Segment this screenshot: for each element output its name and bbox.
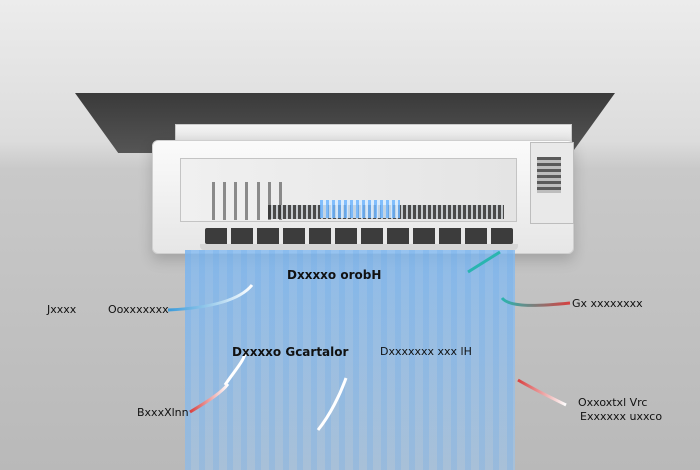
fan-motor — [537, 157, 561, 193]
label-left-outer: Jxxxx — [47, 303, 77, 316]
label-mid-left: Dxxxxo Gcartalor — [232, 345, 349, 359]
heat-exchanger-fins — [212, 182, 282, 220]
label-mid-right: Dxxxxxxx xxx lH — [380, 345, 472, 358]
label-left-inner: Ooxxxxxxx — [108, 303, 169, 316]
arrow-left-inner — [167, 284, 254, 312]
arrow-bottom-center — [316, 377, 348, 431]
arrow-bottom-right — [517, 378, 567, 407]
label-bottom-left: BxxxXlnn — [137, 406, 189, 419]
cool-airflow-stream — [185, 250, 515, 470]
arrow-bottom-left — [189, 383, 230, 414]
arrow-mid-left — [223, 349, 248, 386]
arrow-right-upper — [500, 296, 571, 307]
louver-lip — [200, 244, 518, 250]
label-right-upper: Gx xxxxxxxx — [572, 297, 643, 310]
label-top-center: Dxxxxo orobH — [287, 268, 382, 282]
label-bottom-right-1: Oxxoxtxl Vrc — [578, 396, 648, 409]
cooling-coil-highlight — [320, 200, 400, 218]
arrow-top-right — [467, 250, 501, 274]
fan-motor-housing — [530, 142, 574, 224]
label-bottom-right-2: Exxxxxx uxxco — [580, 410, 663, 423]
air-outlet-louver — [205, 228, 513, 244]
